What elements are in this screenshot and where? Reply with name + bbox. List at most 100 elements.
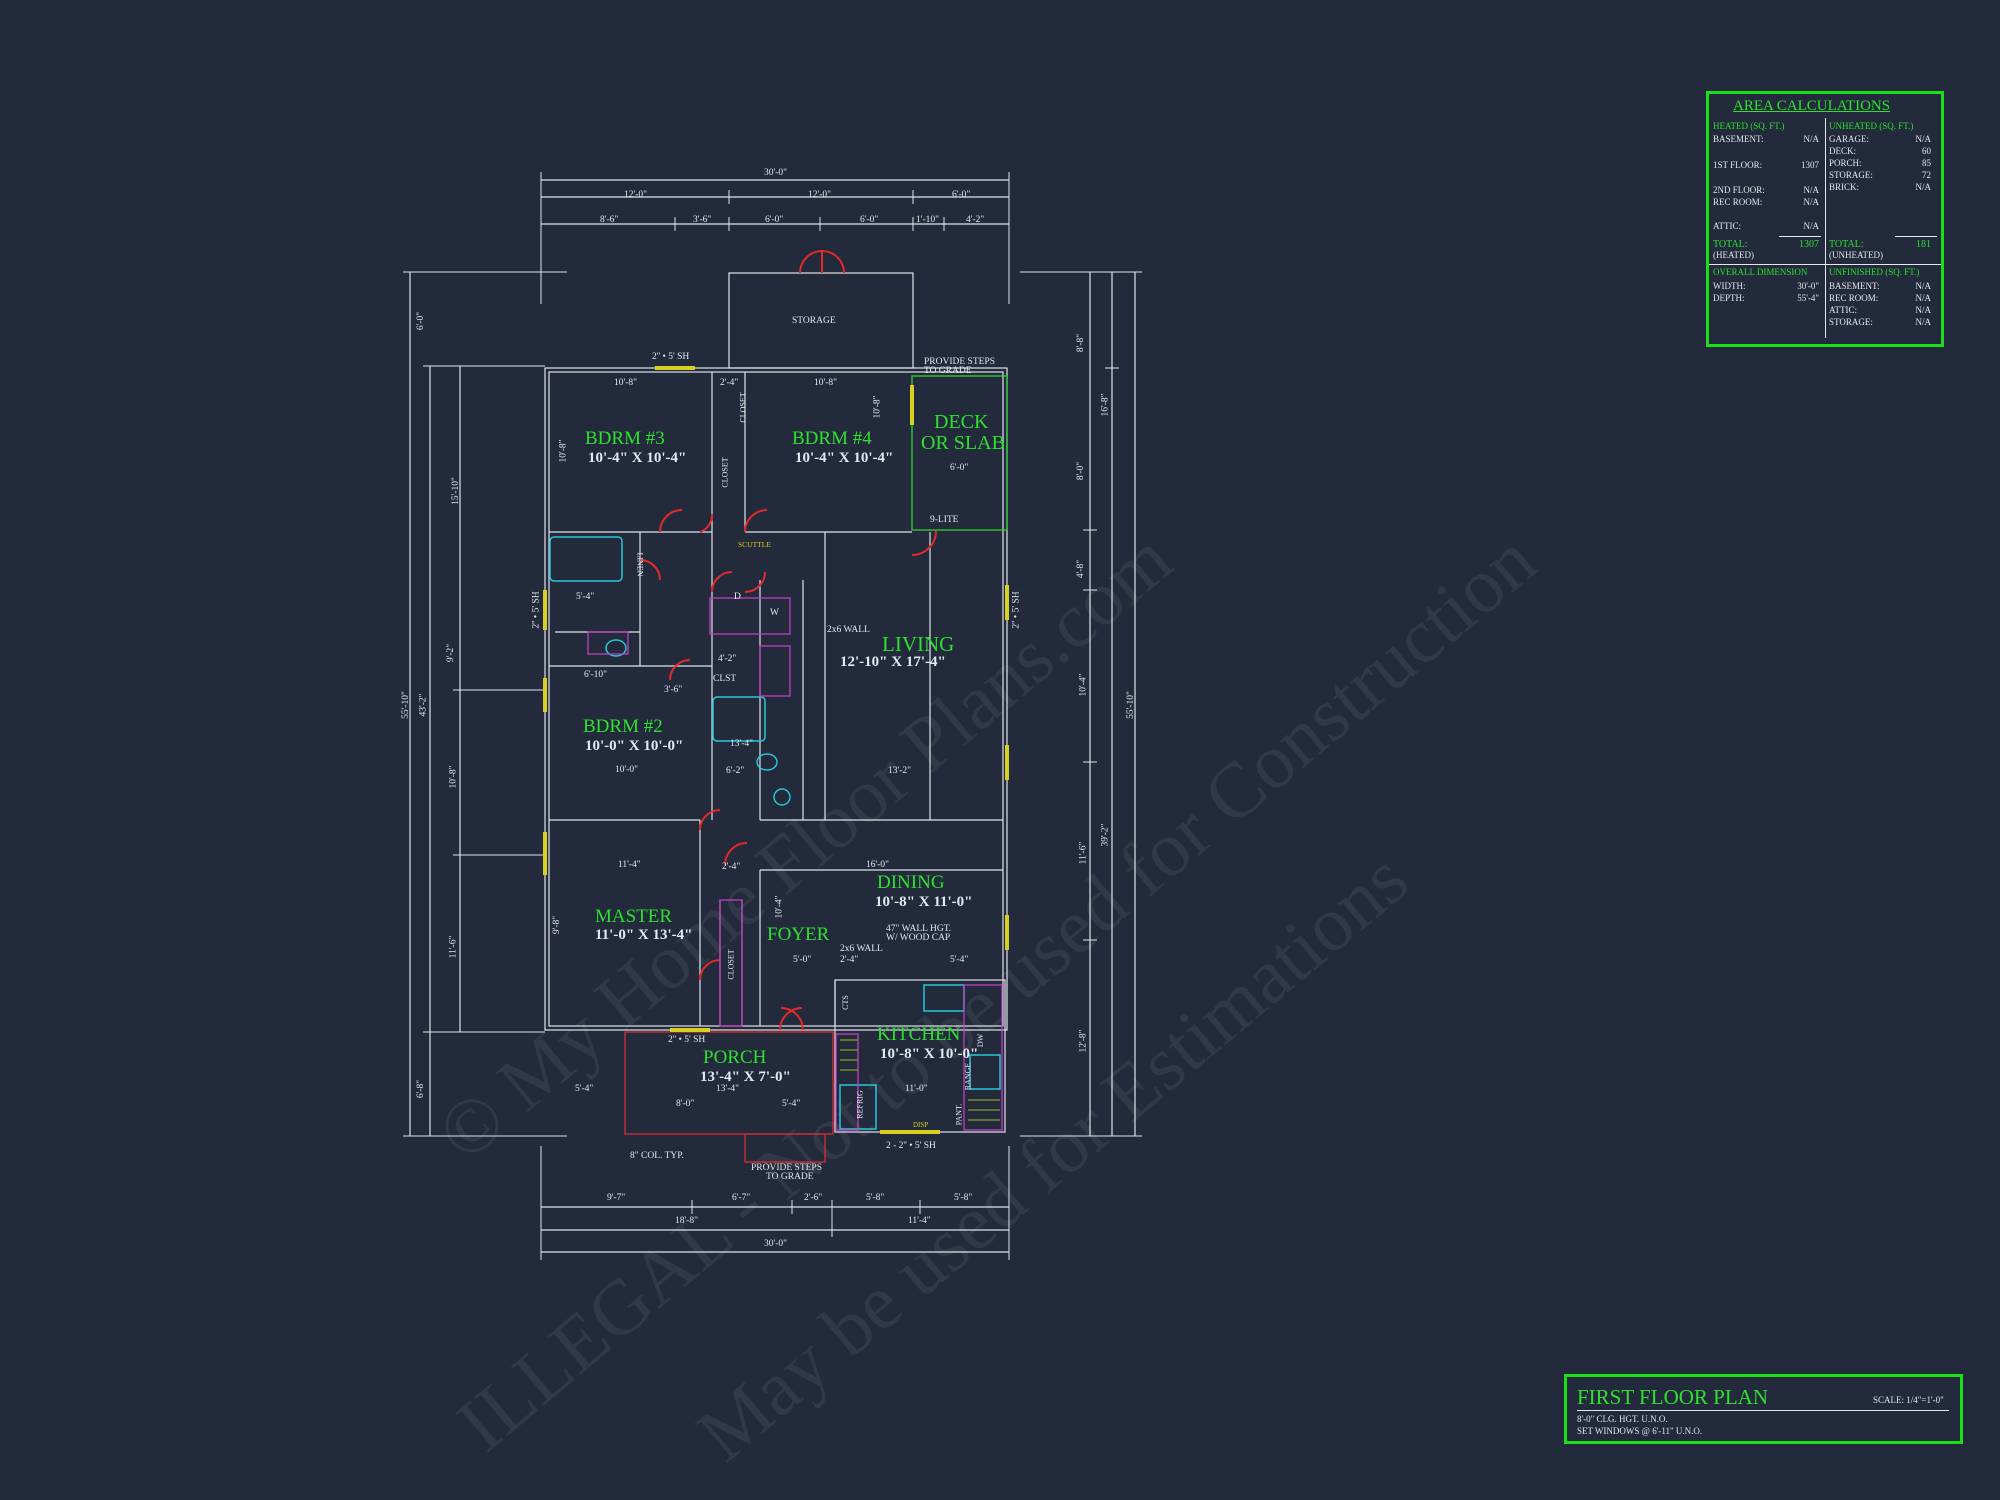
dim-int-8: 4'-2" (718, 654, 737, 664)
dim-bot-2b: 11'-4" (908, 1216, 931, 1226)
room-name-dining: DINING (877, 872, 945, 893)
label-wall-hgt: 47" WALL HGT. (886, 924, 952, 934)
unfinished-header: UNFINISHED (SQ. FT.) (1829, 267, 1920, 277)
unfinished-attic-value: N/A (1915, 305, 1932, 315)
dim-int-18: 11'-0" (905, 1084, 928, 1094)
window-tag-kitchen: 2 - 2'' • 5' SH (886, 1141, 936, 1151)
dim-bot-total: 30'-0" (764, 1239, 788, 1249)
label-pant: PANT. (954, 1103, 964, 1126)
deck-outline (911, 375, 1008, 531)
dim-top-2a: 8'-6" (600, 215, 619, 225)
label-cts: CTS (840, 995, 850, 1010)
dim-int-5: 6'-0" (950, 463, 969, 473)
label-scuttle: SCUTTLE (738, 540, 771, 549)
dim-int-4: 10'-8" (872, 395, 883, 419)
overall-width-value: 30'-0" (1797, 281, 1819, 291)
dim-int-19: 13'-4" (716, 1084, 740, 1094)
dim-right-6: 11'-6" (1078, 841, 1089, 865)
room-size-porch: 13'-4" X 7'-0" (700, 1069, 791, 1085)
dim-bot-1a: 9'-7" (607, 1193, 626, 1203)
dim-right-4: 4'-8" (1076, 559, 1087, 579)
front-door-swing (779, 1007, 803, 1031)
dim-int-6: 5'-4" (576, 592, 595, 602)
porch-outline (624, 1031, 834, 1135)
dim-left-1: 6'-0" (416, 311, 427, 331)
area-calc-title: AREA CALCULATIONS (1733, 98, 1891, 114)
room-size-bdrm4: 10'-4" X 10'-4" (795, 450, 894, 466)
unfinished-storage-value: N/A (1915, 317, 1932, 327)
label-disp: DISP (913, 1121, 929, 1129)
room-name-master: MASTER (595, 906, 673, 927)
dim-top-1c: 6'-0" (952, 190, 971, 200)
dim-right-1: 8'-8" (1076, 333, 1087, 353)
unheated-porch-label: PORCH: (1829, 158, 1862, 168)
dim-top-2c: 6'-0" (765, 215, 784, 225)
storage-door-swing (799, 249, 823, 274)
room-size-bdrm2: 10'-0" X 10'-0" (585, 738, 684, 754)
heated-total-value: 1307 (1799, 239, 1819, 250)
room-size-bdrm3: 10'-4" X 10'-4" (588, 450, 687, 466)
dim-top-2e: 1'-10" (916, 215, 940, 225)
room-name-deck: DECK (934, 411, 989, 433)
bathtub-2 (712, 696, 766, 742)
dim-int-11: 6'-2" (726, 766, 745, 776)
heated-1st-value: 1307 (1801, 160, 1819, 170)
heated-basement-label: BASEMENT: (1713, 134, 1764, 144)
label-w: W (770, 608, 779, 618)
label-wood-cap: W/ WOOD CAP (886, 933, 951, 943)
dim-int-9: 3'-6" (664, 685, 683, 695)
room-size-dining: 10'-8" X 11'-0" (875, 894, 973, 910)
unheated-garage-value: N/A (1915, 134, 1932, 144)
note-ceiling-height: 8'-0" CLG. HGT. U.N.O. (1577, 1414, 1668, 1424)
label-refrig: REFRIG (855, 1090, 865, 1119)
dim-right-7: 12'-8" (1078, 1029, 1089, 1053)
room-name-foyer: FOYER (767, 924, 830, 945)
dim-top-1b: 12'-0" (808, 190, 832, 200)
unfinished-rec-value: N/A (1915, 293, 1932, 303)
window-tag-top: 2'' • 5' SH (652, 352, 690, 362)
area-calculations-panel: AREA CALCULATIONS HEATED (SQ. FT.) UNHEA… (1706, 91, 1944, 347)
unheated-brick-value: N/A (1915, 182, 1932, 192)
heated-basement-value: N/A (1803, 134, 1820, 144)
heated-total-label: TOTAL: (1713, 239, 1748, 250)
unheated-brick-label: BRICK: (1829, 182, 1860, 192)
dim-int-21: 8'-0" (676, 1099, 695, 1109)
window-tag-porch: 2'' • 5' SH (668, 1035, 706, 1045)
label-clst: CLST (713, 674, 737, 684)
dim-left-3: 9'-2" (446, 643, 457, 663)
unheated-deck-value: 60 (1922, 146, 1931, 156)
dim-int-3: 10'-8" (558, 439, 569, 463)
label-2x6-wall-b: 2x6 WALL (840, 944, 883, 954)
room-name-porch: PORCH (703, 1047, 767, 1068)
bathtub-1 (549, 536, 623, 582)
dim-left-mid: 43'-2" (418, 693, 429, 717)
heated-total-sub: (HEATED) (1713, 250, 1754, 260)
dim-right-5: 10'-4" (1078, 673, 1089, 697)
room-name-bdrm4: BDRM #4 (792, 428, 872, 449)
deck-door-swing (911, 530, 937, 556)
unheated-storage-value: 72 (1922, 170, 1931, 180)
unheated-total-label: TOTAL: (1829, 239, 1864, 250)
dim-int-0: 10'-8" (614, 378, 638, 388)
dim-int-17: 5'-4" (950, 955, 969, 965)
window-tag-side-right: 2'' • 5' SH (1011, 591, 1022, 629)
unheated-porch-value: 85 (1922, 158, 1931, 168)
label-10-line: 13'-4" (730, 739, 754, 749)
label-col-typ: 8" COL. TYP. (630, 1151, 684, 1161)
label-dw: DW (976, 1033, 986, 1048)
heated-attic-value: N/A (1803, 221, 1820, 231)
dim-bot-1d: 5'-8" (866, 1193, 885, 1203)
dim-top-1a: 12'-0" (624, 190, 648, 200)
heated-attic-label: ATTIC: (1713, 221, 1741, 231)
heated-rec-value: N/A (1803, 197, 1820, 207)
dim-left-5: 11'-6" (448, 935, 459, 959)
room-size-kitchen: 10'-8" X 10'-0" (880, 1046, 979, 1062)
plan-title: FIRST FLOOR PLAN (1577, 1385, 1768, 1409)
unheated-header: UNHEATED (SQ. FT.) (1829, 121, 1914, 131)
dim-int-7: 6'-10" (584, 670, 608, 680)
unheated-deck-label: DECK: (1829, 146, 1856, 156)
dim-right-mid: 39'-2" (1100, 823, 1111, 847)
dim-right-total: 55'-10" (1125, 691, 1136, 719)
dim-left-6: 6'-8" (416, 1079, 427, 1099)
